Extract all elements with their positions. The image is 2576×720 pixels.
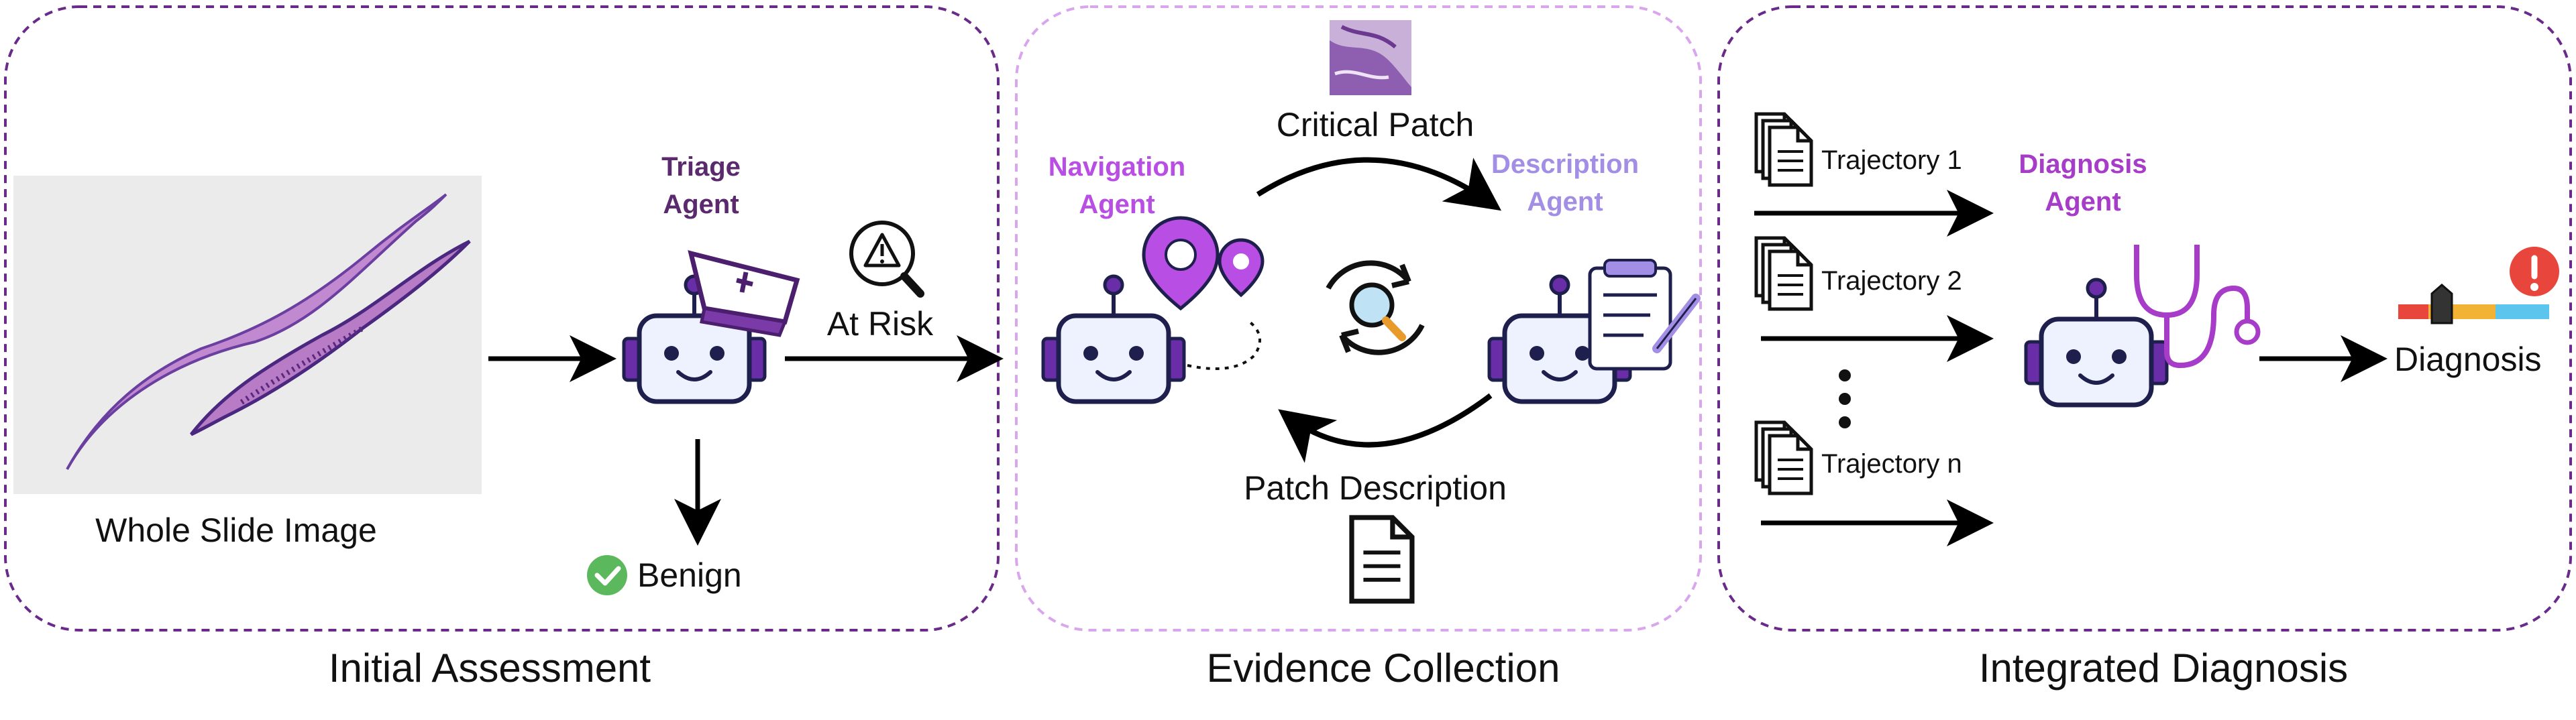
document-icon	[1352, 518, 1412, 601]
critical-patch-label: Critical Patch	[1277, 106, 1474, 143]
trajectory-n-docs-icon	[1756, 422, 1811, 493]
navigation-agent-label-line2: Agent	[1079, 190, 1155, 219]
description-agent-label-line2: Agent	[1527, 187, 1603, 217]
warning-search-icon	[849, 221, 924, 298]
patch-description-label: Patch Description	[1244, 469, 1507, 507]
stethoscope-icon	[2134, 245, 2261, 369]
diagnosis-agent-label-line2: Agent	[2045, 187, 2121, 217]
trajectory-n-label: Trajectory n	[1821, 449, 1962, 479]
arrow-description-to-navigation	[1278, 393, 1493, 463]
benign-check-icon	[587, 555, 627, 595]
arrow-navigation-to-description	[1256, 157, 1502, 211]
triage-robot-icon	[624, 250, 800, 402]
whole-slide-image-label: Whole Slide Image	[95, 512, 377, 549]
triage-agent-label-line1: Triage	[661, 152, 741, 182]
critical-patch-thumbnail	[1330, 20, 1411, 95]
location-pin-icon	[1142, 216, 1265, 370]
evidence-collection-title: Evidence Collection	[1207, 646, 1560, 691]
loop-search-icon	[1326, 260, 1425, 355]
initial-assessment-panel	[4, 5, 1000, 632]
at-risk-label: At Risk	[827, 305, 934, 343]
ellipsis-dots	[1839, 369, 1851, 428]
trajectory-1-label: Trajectory 1	[1821, 145, 1962, 175]
clipboard-pen-icon	[1588, 259, 1701, 371]
diagnosis-agent-label-line1: Diagnosis	[2019, 149, 2147, 179]
navigation-agent-label-line1: Navigation	[1049, 152, 1185, 182]
integrated-diagnosis-title: Integrated Diagnosis	[1979, 646, 2348, 691]
integrated-diagnosis-panel	[1717, 5, 2572, 632]
trajectory-2-docs-icon	[1756, 238, 1811, 309]
trajectory-1-docs-icon	[1756, 114, 1811, 185]
triage-agent-label-line2: Agent	[663, 190, 739, 219]
navigation-robot-icon	[1043, 276, 1184, 402]
whole-slide-image	[13, 176, 482, 494]
description-agent-label-line1: Description	[1491, 149, 1639, 179]
initial-assessment-title: Initial Assessment	[329, 646, 651, 691]
trajectory-2-label: Trajectory 2	[1821, 266, 1962, 296]
alert-icon	[2510, 247, 2559, 296]
evidence-collection-panel	[1015, 5, 1702, 632]
diagnosis-label: Diagnosis	[2394, 341, 2542, 378]
nurse-cap-icon	[688, 250, 800, 337]
diagnosis-robot-icon	[2026, 280, 2167, 405]
risk-scale-bar	[2398, 284, 2549, 324]
benign-label: Benign	[637, 556, 742, 594]
